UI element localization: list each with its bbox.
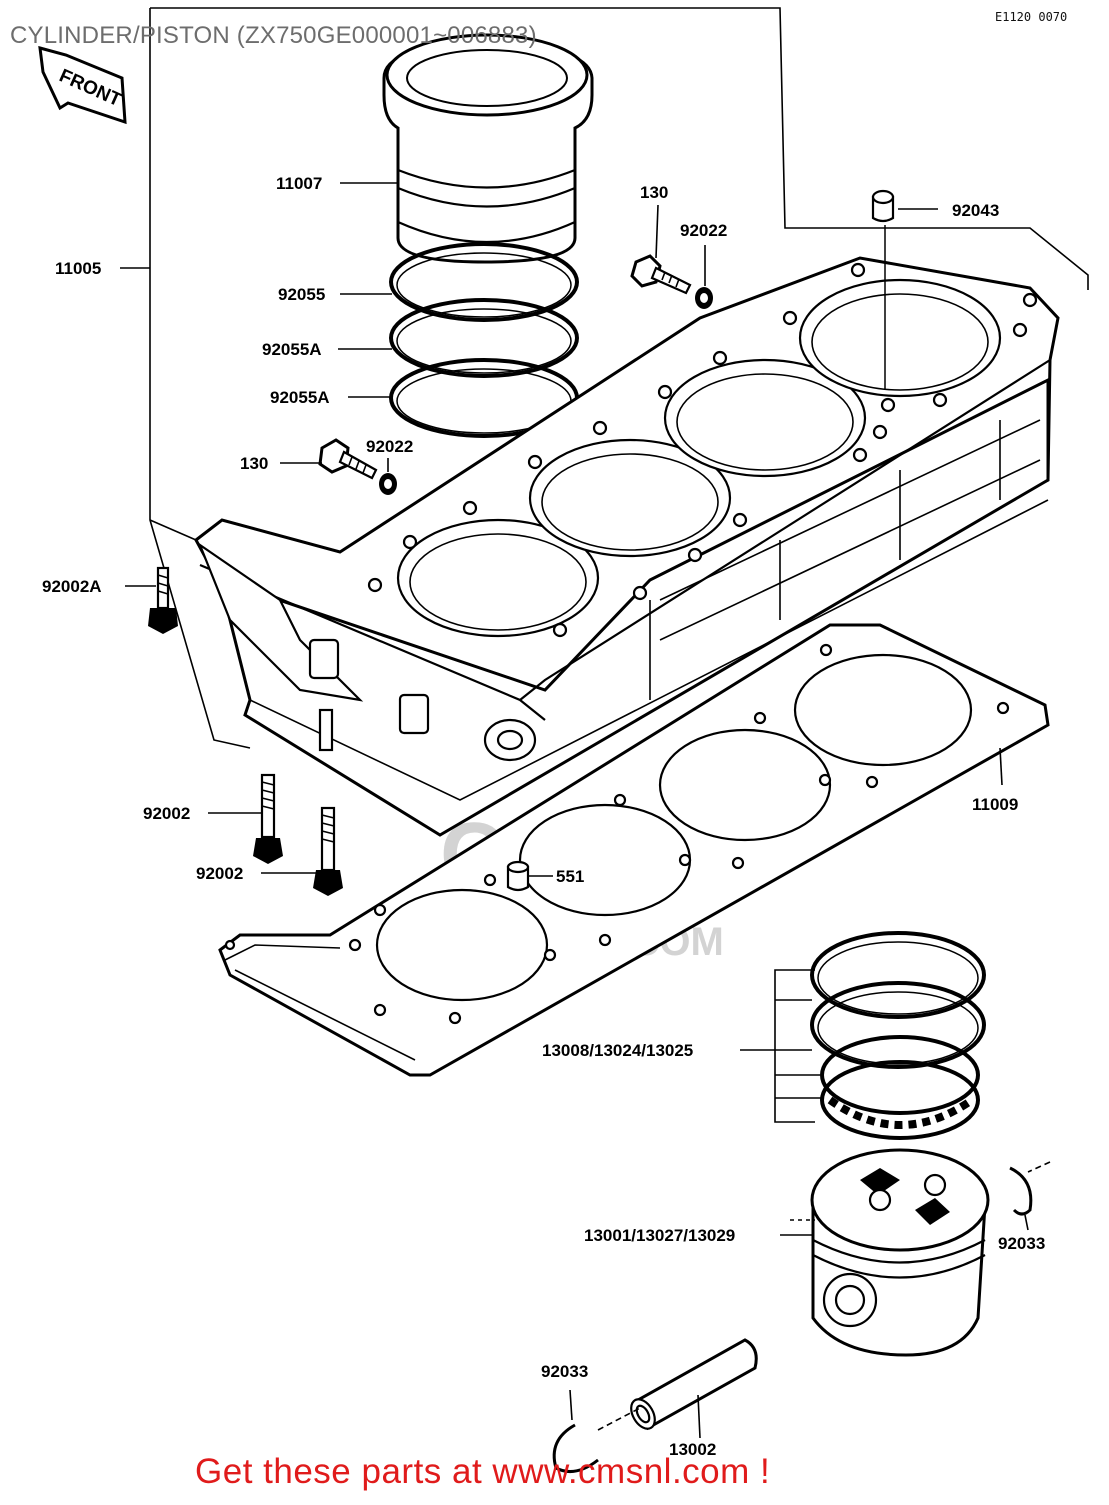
piston-rings [810, 931, 986, 1140]
front-arrow-icon: FRONT [38, 45, 127, 125]
bolt-92002-a [253, 773, 283, 864]
cylinder-liner [382, 33, 594, 264]
label-13008-13024-13025[interactable]: 13008/13024/13025 [542, 1041, 693, 1060]
label-11007[interactable]: 11007 [276, 174, 322, 193]
label-11009[interactable]: 11009 [972, 795, 1018, 814]
label-92043[interactable]: 92043 [952, 201, 999, 220]
label-92033-upper[interactable]: 92033 [998, 1234, 1045, 1253]
label-92002-upper[interactable]: 92002 [143, 804, 190, 823]
label-13001-13027-13029[interactable]: 13001/13027/13029 [584, 1226, 735, 1245]
bolt-92002-b [313, 806, 343, 896]
label-130-upper[interactable]: 130 [640, 183, 668, 202]
bolt-130-upper [630, 254, 713, 309]
head-gasket [218, 623, 1050, 1077]
label-92022-lower[interactable]: 92022 [366, 437, 413, 456]
label-551[interactable]: 551 [556, 867, 584, 886]
label-92055a-upper[interactable]: 92055A [262, 340, 322, 359]
leader-bracket [149, 7, 1089, 749]
o-rings [389, 242, 579, 438]
footer-link-text[interactable]: Get these parts at www.cmsnl.com ! [195, 1452, 771, 1491]
circlip-lower [552, 1423, 599, 1474]
part-labels: 11007 11005 130 92022 92043 92055 92055A… [42, 174, 1045, 1459]
dowel-pin [506, 860, 530, 892]
gasket-holes [224, 643, 1010, 1025]
label-92055[interactable]: 92055 [278, 285, 325, 304]
piston-pin [630, 1338, 758, 1431]
label-92055a-lower[interactable]: 92055A [270, 388, 330, 407]
label-130-lower[interactable]: 130 [240, 454, 268, 473]
circlip-upper [1009, 1166, 1033, 1216]
label-92022-upper[interactable]: 92022 [680, 221, 727, 240]
oil-jet-92043 [871, 189, 895, 390]
piston [810, 1148, 990, 1357]
bolt-92002a [148, 566, 178, 634]
label-92033-lower[interactable]: 92033 [541, 1362, 588, 1381]
label-92002a[interactable]: 92002A [42, 577, 102, 596]
reference-code: E1120 0070 [995, 10, 1068, 24]
deck-holes [367, 262, 1038, 638]
page-title: CYLINDER/PISTON (ZX750GE000001~006883) [10, 22, 537, 49]
cylinder-bores [396, 278, 1002, 638]
label-13002[interactable]: 13002 [669, 1440, 716, 1459]
label-11005[interactable]: 11005 [55, 259, 101, 278]
label-92002-lower[interactable]: 92002 [196, 864, 243, 883]
leader-lines [120, 182, 1051, 1439]
bolt-130-lower [318, 438, 397, 495]
cylinder-block [194, 256, 1060, 837]
